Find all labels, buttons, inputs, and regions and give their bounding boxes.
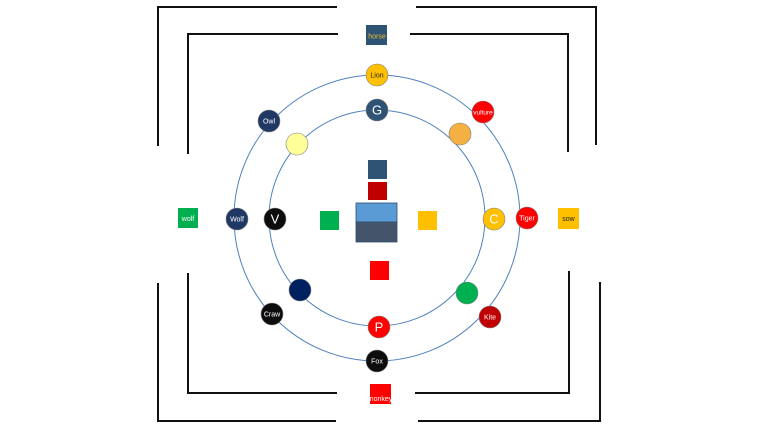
bracket-top-left-outer [157,6,337,146]
outer-ring-node-fox-label: Fox [371,359,383,366]
bracket-bottom-right-inner [415,271,570,394]
outer-square-sow[interactable]: sow [558,208,579,229]
center-block-lower [355,221,398,243]
sow-square [558,208,579,229]
outer-ring-node-lion[interactable]: Lion [365,63,389,87]
center-block-upper [355,202,398,223]
inner-ring-node-blank-3[interactable] [455,281,479,305]
inner-ring-node-blank-7[interactable] [285,132,309,156]
inner-ring-node-c-circle [482,207,506,231]
outer-ring-node-lion-label: Lion [370,73,383,80]
frame-brackets [157,6,601,422]
inner-ring-node-p-label: P [375,320,384,335]
inner-ring-node-g-circle [365,98,389,122]
bracket-bottom-left-inner [187,273,337,394]
outer-ring-node-wolf-circle [225,207,249,231]
inner-ring-node-blank-1-circle [448,122,472,146]
outer-ring-node-owl-circle [257,109,281,133]
bracket-top-right-outer [416,6,597,145]
outer-ring-node-craw-circle [260,302,284,326]
inner-ring-node-p-circle [367,315,391,339]
outer-ring-node-tiger-label: Tiger [519,216,535,223]
bracket-top-left-inner [187,33,338,154]
outer-ring-node-wolf-label: Wolf [230,217,244,224]
inner-ring-node-blank-5[interactable] [288,278,312,302]
outer-ring-node-kite-circle [478,305,502,329]
outer-ring-node-craw-label: Craw [264,312,281,319]
bracket-top-right-inner [410,33,569,152]
outer-ring-node-lion-circle [365,63,389,87]
inner-ring-node-c-label: C [489,212,498,227]
inner-ring-node-v-label: V [271,212,280,227]
sow-label: sow [562,216,575,223]
outer-ring-node-kite[interactable]: Kite [478,305,502,329]
outer-ring-node-vulture-circle [471,100,495,124]
outer-ring-node-fox-circle [365,349,389,373]
bracket-bottom-left-outer [157,283,336,422]
outer-ring-node-vulture[interactable]: vulture [471,100,495,124]
inner-ring-node-g[interactable]: G [365,98,389,122]
inner-ring-node-v[interactable]: V [263,207,287,231]
inner-ring-node-g-label: G [372,103,382,118]
outer-square-monkey[interactable]: monkey [368,384,393,404]
monkey-label: monkey [368,396,393,403]
inner-ring-node-blank-5-circle [288,278,312,302]
outer-ring-node-kite-label: Kite [484,315,496,322]
outer-ring-node-vulture-label: vulture [473,109,493,116]
outer-square-wolf[interactable]: wolf [178,208,198,228]
outer-square-horse[interactable]: horse [366,25,387,45]
inner-ring-node-p[interactable]: P [367,315,391,339]
outer-ring-node-tiger-circle [515,206,539,230]
center-square-green[interactable] [320,211,339,230]
center-block[interactable] [355,202,398,243]
outer-ring-node-fox[interactable]: Fox [365,349,389,373]
inner-ring-node-c[interactable]: C [482,207,506,231]
horse-square [366,25,387,45]
center-square-red[interactable] [370,261,389,280]
horse-label: horse [368,34,386,41]
bracket-bottom-right-outer [418,282,601,422]
outer-ring-node-craw[interactable]: Craw [260,302,284,326]
inner-ring-node-v-circle [263,207,287,231]
wolf-square [178,208,198,228]
center-square-navy[interactable] [368,160,387,179]
inner-ring-node-blank-1[interactable] [448,122,472,146]
inner-ring-node-blank-7-circle [285,132,309,156]
outer-ring-node-tiger[interactable]: Tiger [515,206,539,230]
outer-ring-node-wolf[interactable]: Wolf [225,207,249,231]
wolf-label: wolf [181,216,195,223]
center-square-dark-red[interactable] [368,182,387,200]
inner-ring-node-blank-3-circle [455,281,479,305]
monkey-square [370,384,391,404]
outer-ring-node-owl-label: Owl [263,119,276,126]
center-square-yellow[interactable] [418,211,437,230]
outer-ring-node-owl[interactable]: Owl [257,109,281,133]
